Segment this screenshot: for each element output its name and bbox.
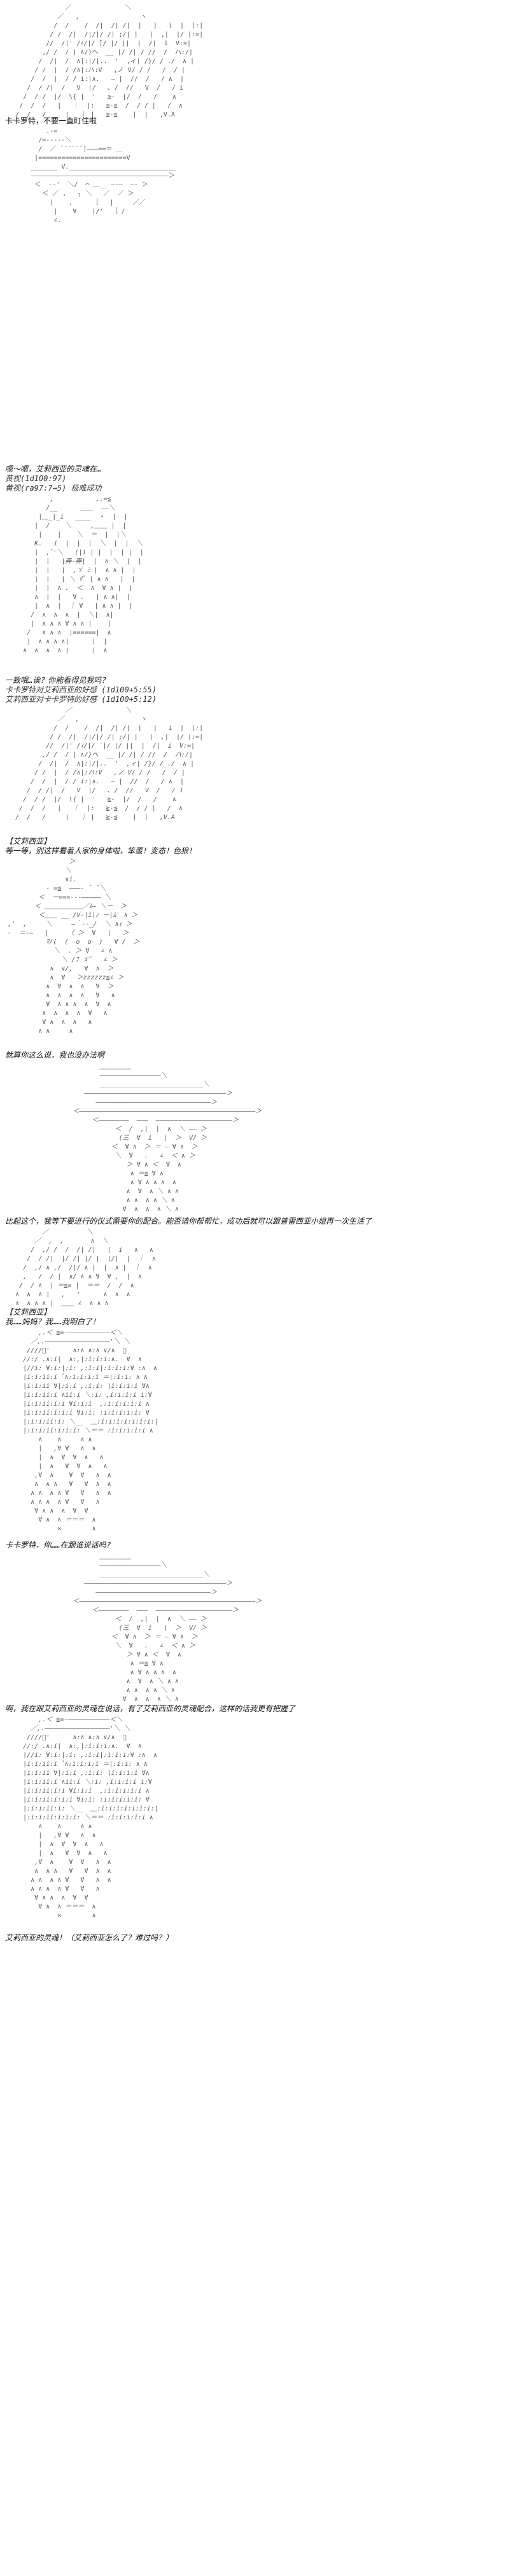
- dice-roll-line: 艾莉西亚对卡卡罗特的好感 (1d100+5:12): [5, 695, 157, 704]
- dice-roll-line: 卡卡罗特对艾莉西亚的好感 (1d100+5:55): [5, 685, 157, 694]
- dialogue-line: 就算你这么说，我也没办法啊: [5, 1051, 105, 1060]
- ascii-art-panel-1: ／ ＼ ／ , ヽ / / / /| /| /| | | i | |:| / /…: [15, 4, 204, 118]
- ascii-art-panel-8: ,.＜ ≧=‐―――――――――――＜＼ ／,.――――――――――――――――…: [23, 1329, 158, 1532]
- dialogue-line: 嗯～嗯，艾莉西亚的灵魂在…: [5, 465, 102, 473]
- dice-roll-line: 黄视(ra97:7→5) 极难成功: [5, 484, 102, 493]
- ascii-art-panel-4: ／ ＼ ／ , ヽ / / / /| /| /| | | i | |:| / /…: [15, 707, 204, 821]
- dice-roll-line: 黄视(1d100:97): [5, 474, 67, 483]
- dialogue-line: 艾莉西亚的灵魂！（艾莉西亚怎么了？难过吗？）: [5, 1933, 174, 1942]
- dialogue-line: 啊，我在跟艾莉西亚的灵魂在说话，有了艾莉西亚的灵魂配合，这样的话我更有把握了: [5, 1704, 296, 1713]
- ascii-art-panel-7: ／ ＼ ／ , , ∧ ＼ / ,/ / / /| /| | i ∧ ∧ / /…: [15, 1229, 156, 1307]
- dialogue-line: 我……妈妈？我……我明白了！: [5, 1317, 100, 1326]
- dialogue-line: 一致哦…诶？你能看得见我吗？: [5, 676, 109, 685]
- speaker-tag: 【艾莉西亚】: [5, 1308, 52, 1317]
- ascii-art-panel-10: ,.＜ ≧=‐―――――――――――＜＼ ／,.――――――――――――――――…: [23, 1716, 158, 1919]
- speaker-tag: 【艾莉西亚】: [5, 837, 52, 846]
- ascii-art-panel-2: .-= /=-‐‐‐‐＼ / ／ ̄ ̄ ̄ ̄ ̄ ̄ ̄|―――==＝ ＿ …: [0, 127, 372, 1942]
- ascii-art-panel-6: ＿＿＿＿＿ ――――――――――――――――＼ ________________…: [73, 1063, 262, 1213]
- dialogue-line: 比起这个，我等下要进行的仪式需要你的配合。能否请你帮帮忙，成功后就可以跟普雷西亚…: [5, 1217, 372, 1226]
- ascii-art-panel-3: , ,.=≦ /__ ＿＿ ――＼ |＿_|_i ____ ・ | | | / …: [23, 496, 144, 654]
- dialogue-line: 卡卡罗特，你……在跟谁说话吗？: [5, 1541, 114, 1550]
- ascii-art-panel-9: ＿＿＿＿＿ ――――――――――――――――＼ ________________…: [73, 1553, 262, 1703]
- dialogue-line: 卡卡罗特，不要一直盯住啦: [5, 116, 97, 125]
- dialogue-line: 等一等，别这样看着人家的身体啦，笨蛋！变态！色狼！: [5, 846, 197, 855]
- ascii-art-panel-5: ＞ ＼ ∨i. _ - =≦ ―――‐ ̄ ̄＼ ＜ ー===‐‐‐――――― …: [8, 858, 140, 1035]
